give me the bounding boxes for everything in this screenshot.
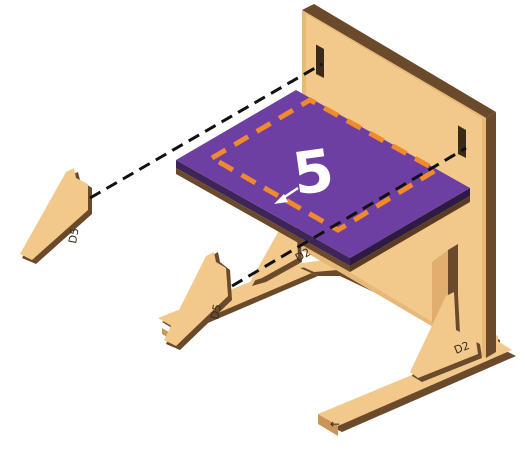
- slot-side: [458, 128, 466, 158]
- loose-bracket: [20, 168, 92, 264]
- arrow-marker: ←: [330, 417, 340, 431]
- front-bracket: [164, 252, 232, 350]
- slot-top: [316, 46, 324, 78]
- loose-bracket-label: D5: [66, 227, 81, 244]
- front-bracket-label: D5: [208, 303, 224, 321]
